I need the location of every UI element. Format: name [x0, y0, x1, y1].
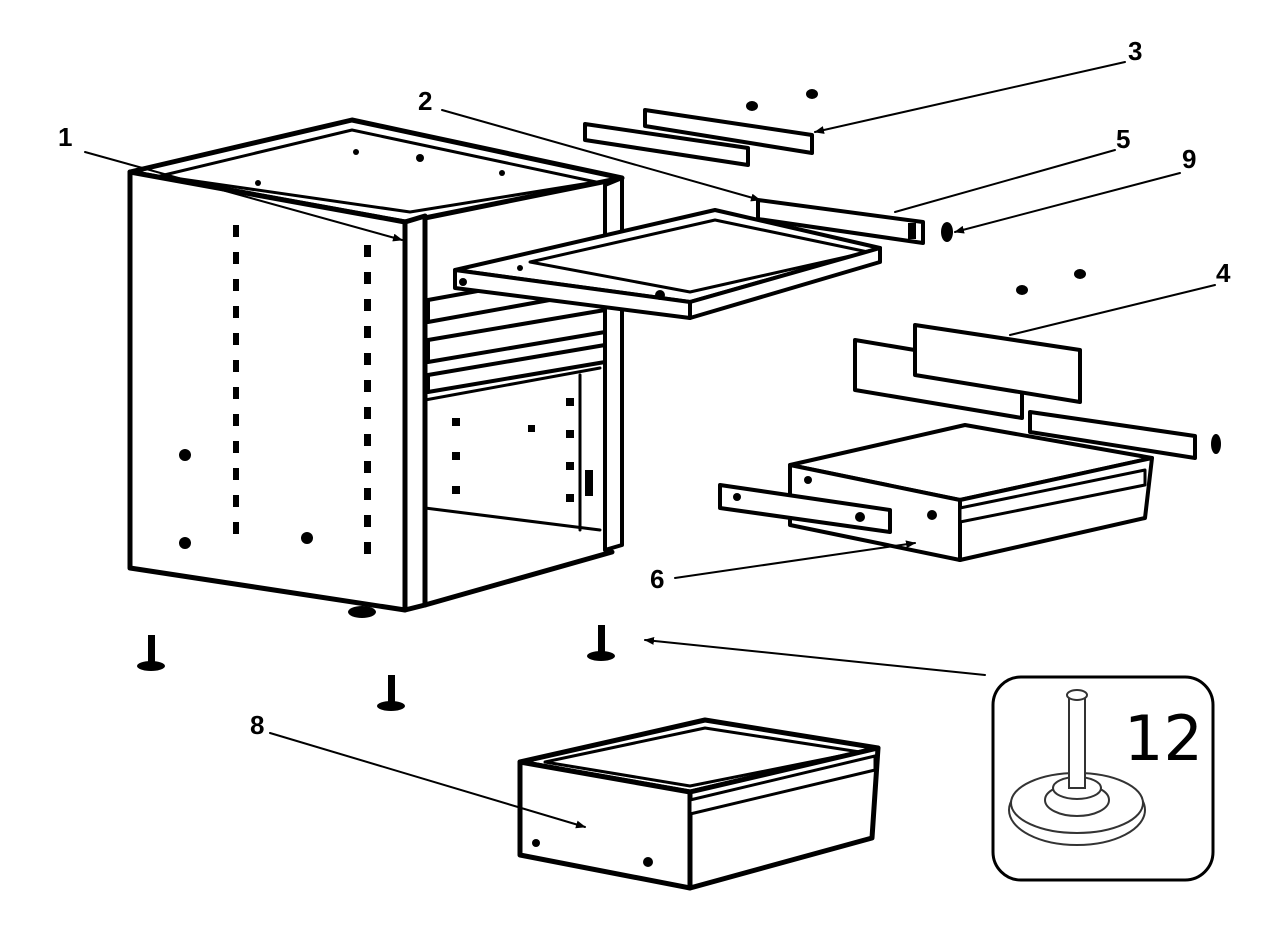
- part-5-slide-rail: [756, 198, 925, 245]
- callout-1: 1: [58, 122, 73, 152]
- callout-8: 8: [250, 710, 265, 740]
- callout-2: 2: [418, 86, 433, 116]
- part-9-clip: [941, 222, 953, 242]
- callout-9: 9: [1182, 144, 1197, 174]
- callout-6: 6: [650, 564, 665, 594]
- part-4-drawer-sides: [853, 269, 1221, 460]
- slide-drawer-frame: [453, 208, 882, 320]
- part-8-drawer: [517, 717, 881, 891]
- inset-label: 12: [1124, 702, 1203, 775]
- callout-4: 4: [1216, 258, 1231, 288]
- callout-3: 3: [1128, 36, 1143, 66]
- foot-2: [377, 675, 405, 711]
- part-3-rails: [583, 89, 818, 167]
- foot-3: [587, 625, 615, 661]
- cabinet-body: [127, 117, 625, 618]
- leader-lines: [84, 61, 1216, 829]
- foot-detail-inset: [991, 675, 1215, 882]
- leveling-feet: [137, 625, 615, 711]
- part-6-drawer: [718, 423, 1154, 562]
- foot-1: [137, 635, 165, 671]
- foot-detail-icon: [1008, 689, 1146, 846]
- callout-5: 5: [1116, 124, 1131, 154]
